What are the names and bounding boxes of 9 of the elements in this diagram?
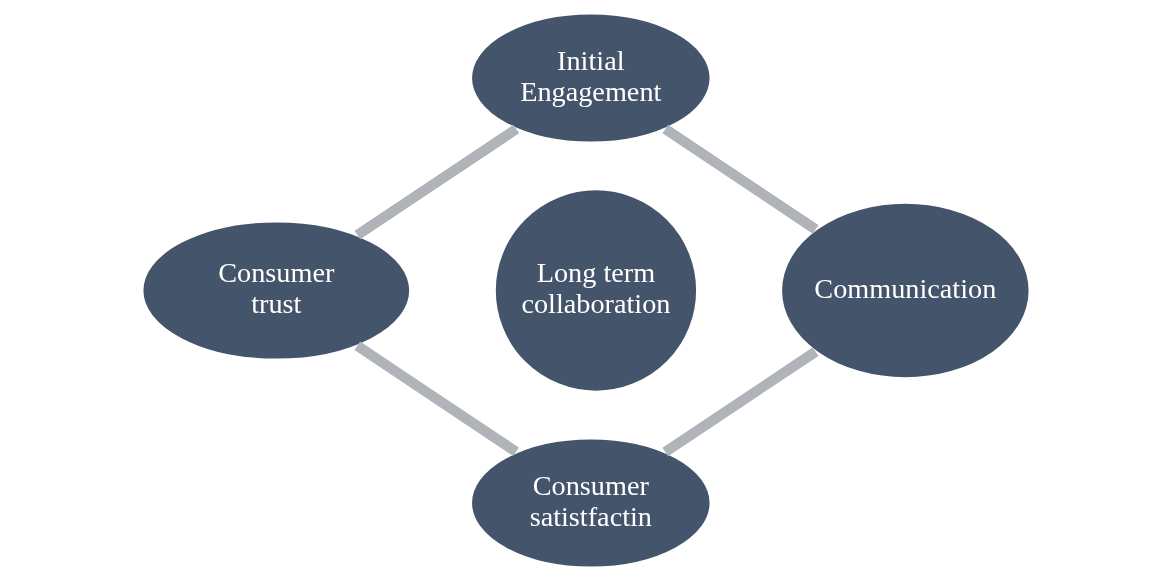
node-ellipse: Consumer trust: [140, 219, 412, 362]
connector: [662, 347, 819, 457]
connector: [354, 124, 520, 240]
node-ellipse: Communication: [779, 201, 1032, 380]
connector: [354, 341, 519, 457]
node-circle: Long term collaboration: [493, 187, 699, 394]
node-ellipse: Initial Engagement: [469, 11, 713, 145]
node-ellipse: Consumer satistfactin: [469, 436, 713, 570]
connector: [662, 124, 819, 234]
